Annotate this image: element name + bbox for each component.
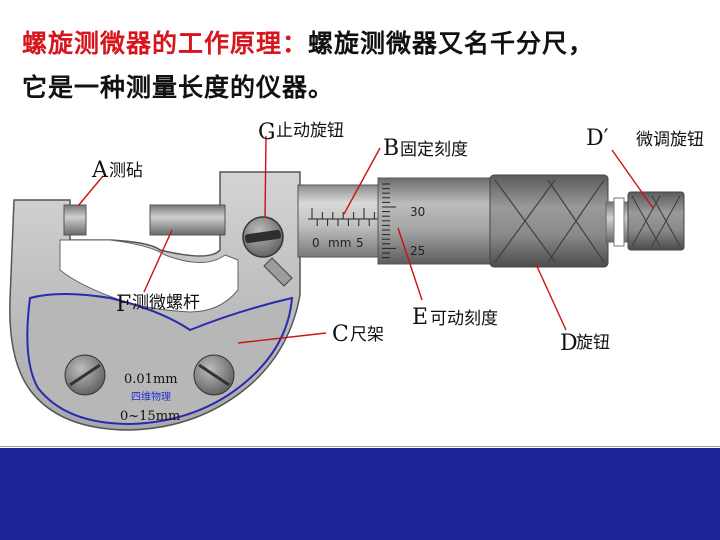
- label-B-text: 固定刻度: [400, 140, 468, 160]
- leader-C: [237, 332, 327, 344]
- fixed-scale-unit: mm: [328, 236, 351, 250]
- label-Dprime: D′ 微调旋钮: [586, 126, 704, 151]
- label-E: E 可动刻度: [412, 305, 498, 330]
- leader-Dprime: [611, 149, 654, 209]
- title-line-2: 它是一种测量长度的仪器。: [22, 73, 335, 102]
- anvil: [63, 204, 87, 236]
- label-A-letter: A: [91, 158, 109, 183]
- ratchet-knob: [627, 191, 685, 251]
- title-line-1: 螺旋测微器的工作原理：螺旋测微器又名千分尺，: [22, 24, 594, 60]
- frame-range: 0~15mm: [120, 409, 180, 424]
- label-D: D 旋钮: [560, 331, 610, 356]
- label-F-text: 测微螺杆: [132, 293, 200, 313]
- thimble-scale-25: 25: [410, 244, 425, 258]
- thimble-scale-30: 30: [410, 205, 425, 219]
- leader-D: [534, 261, 567, 331]
- label-E-letter: E: [412, 305, 428, 330]
- label-E-text: 可动刻度: [430, 309, 498, 329]
- frame-screw-left: [64, 354, 106, 396]
- label-C-letter: C: [332, 322, 349, 347]
- label-D-letter: D: [560, 331, 578, 356]
- label-G-letter: G: [258, 120, 276, 145]
- frame-inner-cutout: [59, 239, 239, 313]
- knob-knurl: [494, 179, 605, 263]
- leader-E: [397, 227, 423, 301]
- thimble: [377, 177, 497, 265]
- footer-divider: [0, 446, 720, 447]
- label-Dprime-letter: D′: [586, 126, 609, 151]
- ratchet-neck-ring: [613, 197, 625, 247]
- fixed-scale-zero: 0: [312, 236, 320, 250]
- ratchet-knurl: [631, 195, 681, 247]
- thimble-scale-ticks: [382, 183, 396, 259]
- label-Dprime-text: 微调旋钮: [636, 130, 704, 150]
- fixed-scale-ticks: [311, 208, 375, 226]
- label-A: A 测砧: [91, 158, 143, 183]
- micrometer-diagram: 0 mm 5 30 25: [9, 120, 704, 431]
- label-B: B 固定刻度: [383, 136, 468, 161]
- lock-lever: [263, 257, 293, 287]
- title-red-part: 螺旋测微器的工作原理：: [22, 29, 309, 58]
- label-C: C 尺架: [332, 322, 384, 347]
- leader-A: [77, 175, 104, 207]
- label-B-letter: B: [383, 136, 399, 161]
- frame-brand: 四维物理: [131, 390, 171, 403]
- label-D-text: 旋钮: [576, 333, 610, 353]
- frame-resolution: 0.01mm: [124, 372, 178, 387]
- frame-plate: [26, 293, 294, 426]
- frame-screw-right: [193, 354, 235, 396]
- label-A-text: 测砧: [109, 161, 143, 181]
- leader-lines: [77, 135, 654, 344]
- title-black-part: 螺旋测微器又名千分尺，: [308, 29, 595, 58]
- footer-bar: [0, 448, 720, 540]
- fixed-scale-five: 5: [356, 236, 364, 250]
- label-G: G 止动旋钮: [258, 120, 344, 145]
- label-G-text: 止动旋钮: [276, 121, 344, 141]
- leader-F: [143, 229, 173, 293]
- leader-G: [264, 135, 267, 219]
- spindle: [149, 204, 226, 236]
- label-C-text: 尺架: [350, 325, 384, 345]
- label-F: F 测微螺杆: [116, 292, 200, 317]
- lock-knob-slot: [244, 229, 281, 244]
- label-F-letter: F: [116, 292, 131, 317]
- leader-B: [343, 147, 381, 215]
